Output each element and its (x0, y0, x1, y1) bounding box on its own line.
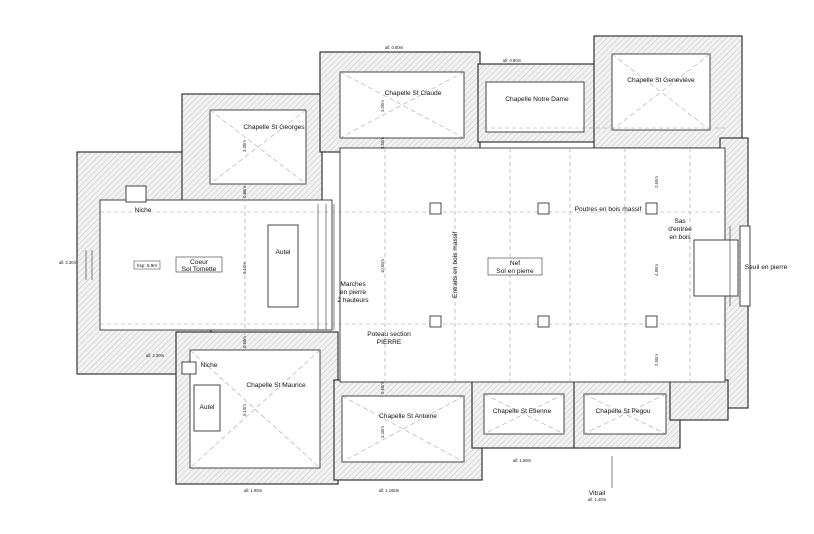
label-autel-maurice: Autel (199, 404, 215, 411)
label-st-etienne: Chapelle St Etienne (493, 408, 552, 415)
label-autel-coeur: Autel (275, 249, 291, 256)
dim-alt-bottom-left-wall: all: 2.30m (146, 353, 165, 358)
dim-coeur-maurice: 0.90m (242, 336, 247, 348)
hsp-box (133, 260, 161, 270)
label-sas-2: d'entrée (668, 226, 692, 233)
west-window (85, 250, 93, 280)
dimension-annotations: all: 0.60m all: 0.90m all: 2.30m all: 2.… (59, 45, 659, 502)
dim-antoine: 3.40m (380, 426, 385, 438)
label-niche-top: Niche (135, 207, 152, 214)
room-labels: Chapelle St Claude Chapelle Notre Dame C… (133, 77, 788, 497)
nef-label-box (487, 257, 543, 276)
coeur-label-box (175, 256, 223, 273)
label-hsp: hsp: 5.9m (137, 263, 157, 268)
dim-nave-height: 10.60m (380, 259, 385, 273)
dim-maurice: 5.10m (242, 404, 247, 416)
label-st-pegou: Chapelle St Pegou (596, 408, 651, 415)
dim-right-bottom: 2.50m (654, 354, 659, 366)
dim-alt-top-left: all: 0.60m (385, 45, 404, 50)
label-poteau-1: Poteau section (367, 331, 411, 338)
label-st-claude: Chapelle St Claude (385, 90, 442, 97)
dim-alt-bottom-3: all: 1.59m (513, 458, 532, 463)
entrance-threshold (729, 225, 751, 307)
label-notre-dame: Chapelle Notre Dame (505, 96, 569, 103)
label-sas-1: Sas (674, 218, 686, 225)
dim-coeur: 8.10m (242, 262, 247, 274)
dim-right-top: 2.60m (654, 176, 659, 188)
label-poutres: Poutres en bois massif (575, 206, 642, 213)
dim-alt-bottom-2: all: 1.165m (379, 488, 400, 493)
label-coeur: Coeur (190, 259, 209, 266)
dim-georges: 3.30m (242, 140, 247, 152)
dim-alt-top-right: all: 0.90m (503, 58, 522, 63)
label-vitrail: Vitrail (589, 490, 606, 497)
label-sas-3: en bois (669, 234, 691, 241)
vault-diagonals (189, 53, 711, 469)
label-coeur-floor: Sol Tomette (182, 266, 217, 273)
dim-claude-nave: 3.50m (380, 137, 385, 149)
label-st-genevieve: Chapelle St Geneviève (627, 77, 695, 84)
dim-alt-left: all: 2.30m (59, 260, 78, 265)
maurice-altar (193, 384, 221, 432)
label-marches-2: en pierre (340, 289, 366, 296)
coeur-altar (267, 224, 299, 308)
stone-steps (317, 204, 335, 330)
dim-claude: 3.00m (380, 100, 385, 112)
label-marches-3: 2 hauteurs (337, 297, 369, 304)
label-poteau-2: PIERRE (377, 339, 402, 346)
label-marches-1: Marches (340, 281, 366, 288)
label-st-georges: Chapelle St Georges (243, 124, 305, 131)
label-st-maurice: Chapelle St Maurice (246, 382, 306, 389)
dim-georges-coeur: 0.85m (242, 186, 247, 198)
label-nef: Nef (510, 260, 520, 267)
label-nef-floor: Sol en pierre (496, 268, 534, 275)
dim-antoine-gap: 0.60m (380, 382, 385, 394)
dim-alt-bottom-1: all: 1.90m (244, 488, 263, 493)
beam-lines (100, 127, 725, 382)
dim-right-mid: 4.80m (654, 264, 659, 276)
dim-alt-vitrail: all: 1.40m (588, 497, 607, 502)
label-seuil: Seuil en pierre (745, 264, 788, 271)
label-entraits: Entraits en bois massif (452, 232, 459, 298)
label-niche-bottom: Niche (201, 362, 218, 369)
stone-posts (429, 202, 658, 328)
label-st-antoine: Chapelle St Antoine (379, 413, 437, 420)
